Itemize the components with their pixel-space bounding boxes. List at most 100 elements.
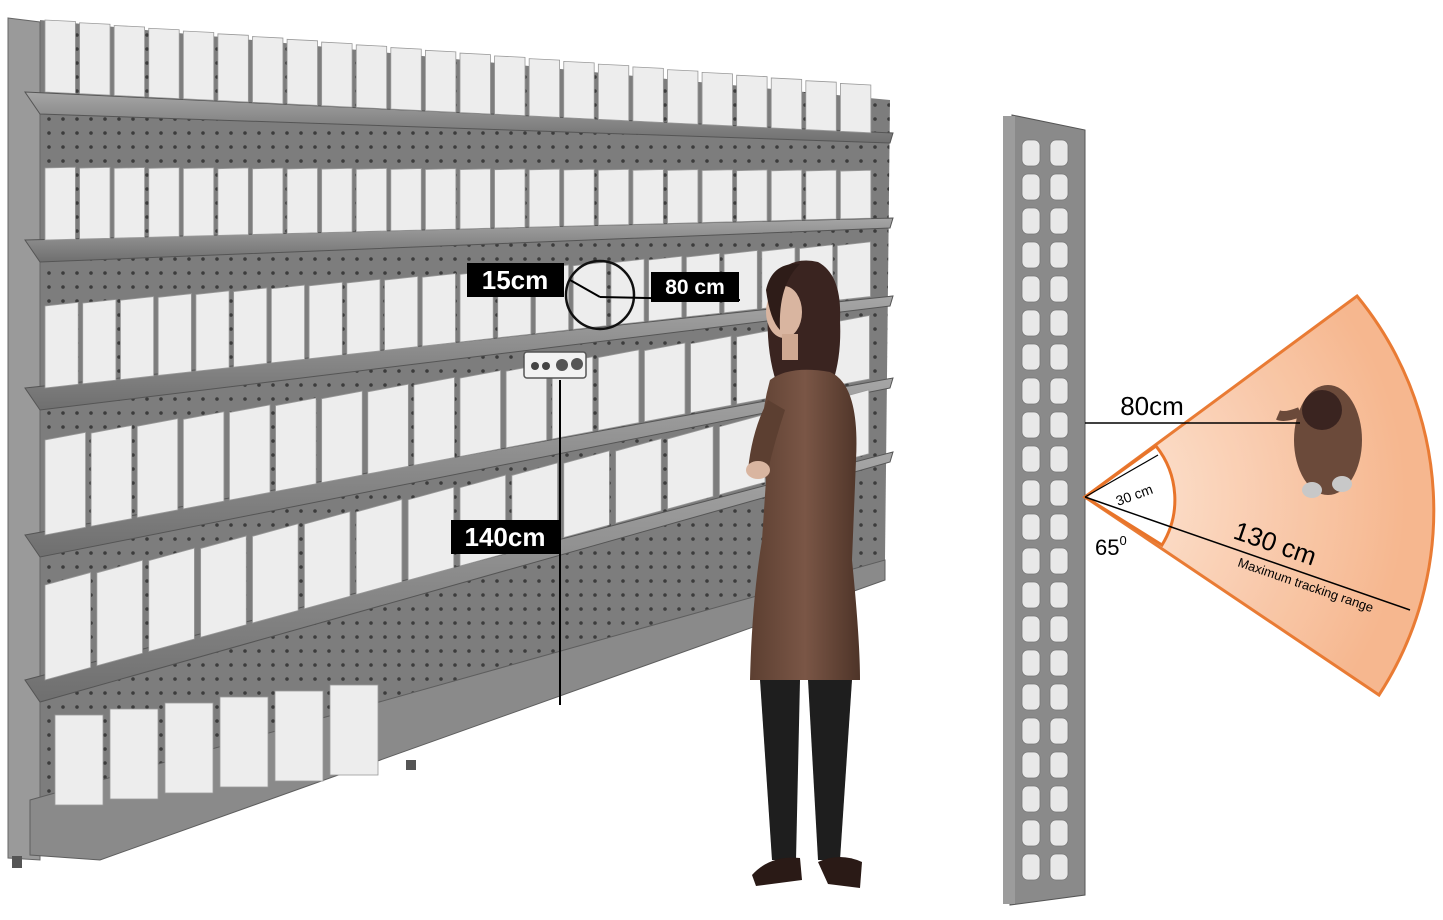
product-carton <box>303 511 351 610</box>
product-carton <box>252 36 284 105</box>
product-top <box>1049 173 1069 201</box>
product-top <box>1049 819 1069 847</box>
distance-label-80cm: 80cm <box>1120 391 1184 421</box>
product-carton <box>644 342 686 423</box>
product-carton <box>572 261 607 330</box>
product-top <box>1021 241 1041 269</box>
product-carton <box>217 33 249 103</box>
product-carton <box>157 293 192 376</box>
product-top <box>1021 581 1041 609</box>
lens-diameter-circle <box>564 259 636 331</box>
product-carton <box>459 52 491 115</box>
product-top <box>1021 649 1041 677</box>
product-carton <box>425 168 457 231</box>
product-carton <box>459 168 491 230</box>
product-carton <box>346 278 381 355</box>
product-carton <box>164 702 214 794</box>
product-carton <box>407 486 455 581</box>
product-carton <box>44 19 76 94</box>
shopper-figure <box>746 260 862 888</box>
shelf-levels <box>24 91 894 703</box>
shelf-level <box>24 377 894 558</box>
near-radius-line <box>1084 454 1159 498</box>
product-carton <box>615 438 662 524</box>
product-carton <box>770 77 803 130</box>
camera-diameter-label: 15cm <box>482 265 549 295</box>
product-carton <box>274 690 324 782</box>
product-carton <box>632 66 664 123</box>
product-carton <box>321 390 363 484</box>
shelf-left-upright <box>7 17 41 861</box>
product-carton <box>425 49 457 113</box>
product-carton <box>79 22 111 96</box>
product-carton <box>632 169 664 225</box>
product-carton <box>701 169 733 223</box>
product-carton <box>840 169 872 220</box>
product-carton <box>148 167 180 238</box>
product-carton <box>355 498 403 596</box>
product-carton <box>217 167 249 236</box>
product-top <box>1021 479 1041 507</box>
product-carton <box>667 425 714 510</box>
product-top <box>1049 275 1069 303</box>
product-carton <box>563 450 610 539</box>
product-top <box>1021 819 1041 847</box>
product-carton <box>229 404 271 501</box>
product-carton <box>805 80 837 132</box>
product-top <box>1049 853 1069 881</box>
product-carton <box>286 38 318 106</box>
angle-label: 650 <box>1095 533 1127 560</box>
product-top <box>1049 139 1069 167</box>
product-carton <box>182 167 215 237</box>
product-carton <box>79 166 111 240</box>
product-carton <box>355 167 388 233</box>
product-top <box>1021 445 1041 473</box>
product-carton <box>82 298 117 385</box>
product-carton <box>494 55 526 117</box>
product-top <box>1049 513 1069 541</box>
product-carton <box>736 169 768 223</box>
product-top <box>1049 547 1069 575</box>
product-top <box>1049 581 1069 609</box>
product-top <box>1049 615 1069 643</box>
product-carton <box>597 63 630 122</box>
product-carton <box>667 69 699 125</box>
product-top <box>1021 785 1041 813</box>
product-carton <box>413 376 455 466</box>
product-top <box>1049 411 1069 439</box>
product-carton <box>355 44 388 110</box>
product-top <box>1049 207 1069 235</box>
product-top <box>1021 411 1041 439</box>
product-carton <box>367 383 409 475</box>
product-carton <box>840 83 872 134</box>
product-top <box>1021 343 1041 371</box>
product-top <box>1049 751 1069 779</box>
product-carton <box>286 167 318 234</box>
camera-sensor-device <box>523 351 587 379</box>
lens-distance-label-box <box>651 272 739 302</box>
product-top <box>1049 377 1069 405</box>
product-carton <box>182 30 215 101</box>
product-carton <box>701 71 733 127</box>
product-carton <box>597 168 630 226</box>
product-carton <box>54 714 104 806</box>
product-carton <box>736 74 768 129</box>
product-carton <box>195 290 230 372</box>
product-top <box>1021 513 1041 541</box>
product-carton <box>597 349 640 431</box>
shelf-level <box>24 295 894 411</box>
product-carton <box>113 25 146 98</box>
product-carton <box>321 167 353 234</box>
product-carton <box>44 301 79 389</box>
product-top <box>1049 683 1069 711</box>
lens-radius-line <box>569 279 601 298</box>
product-top <box>1021 139 1041 167</box>
product-carton <box>44 166 76 241</box>
product-top <box>1049 785 1069 813</box>
product-carton <box>148 547 195 653</box>
product-carton <box>252 523 299 624</box>
product-carton <box>219 696 269 788</box>
product-carton <box>182 411 225 510</box>
product-carton <box>836 241 871 301</box>
product-carton <box>384 275 419 351</box>
